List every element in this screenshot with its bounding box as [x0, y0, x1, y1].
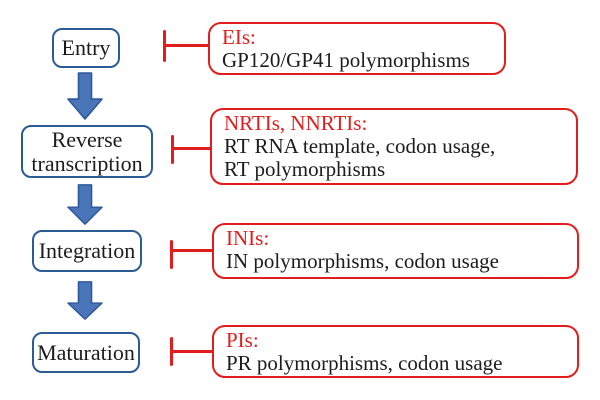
inhibitor-title: EIs: [222, 25, 256, 49]
inhibition-line [170, 350, 213, 353]
inhibitor-box-nrtis-nnrtis: NRTIs, NNRTIs: RT RNA template, codon us… [210, 108, 578, 185]
inhibition-line [171, 147, 211, 150]
stage-label-entry: Entry [61, 35, 111, 61]
inhibitor-title: PIs: [226, 328, 259, 352]
stage-box-maturation: Maturation [32, 332, 140, 373]
stage-box-entry: Entry [52, 28, 120, 68]
inhibitor-line-text: GP120/GP41 polymorphisms [222, 48, 470, 73]
inhibitor-title: INIs: [226, 226, 270, 250]
inhibitor-line-text: RT RNA template, codon usage, [224, 134, 496, 159]
inhibitor-title: NRTIs, NNRTIs: [224, 111, 368, 135]
stage-box-integration: Integration [32, 230, 142, 272]
stage-box-reverse-transcription: Reverse transcription [21, 125, 153, 178]
down-arrow-icon [67, 184, 103, 225]
down-arrow-icon [67, 281, 103, 320]
inhibition-tbar-icon [170, 240, 173, 269]
stage-label-integration: Integration [38, 238, 136, 264]
inhibitor-line-text: RT polymorphisms [224, 157, 386, 182]
inhibition-line [163, 44, 209, 47]
down-arrow-icon [67, 72, 103, 120]
inhibitor-line-text: PR polymorphisms, codon usage [226, 351, 503, 376]
stage-label-maturation: Maturation [37, 339, 135, 365]
inhibitor-line-text: IN polymorphisms, codon usage [226, 249, 499, 274]
inhibition-line [170, 249, 213, 252]
stage-label-reverse-transcription: Reverse transcription [31, 127, 143, 176]
inhibitor-box-inis: INIs: IN polymorphisms, codon usage [212, 223, 579, 279]
inhibitor-box-eis: EIs: GP120/GP41 polymorphisms [208, 22, 506, 75]
inhibitor-box-pis: PIs: PR polymorphisms, codon usage [212, 325, 579, 378]
